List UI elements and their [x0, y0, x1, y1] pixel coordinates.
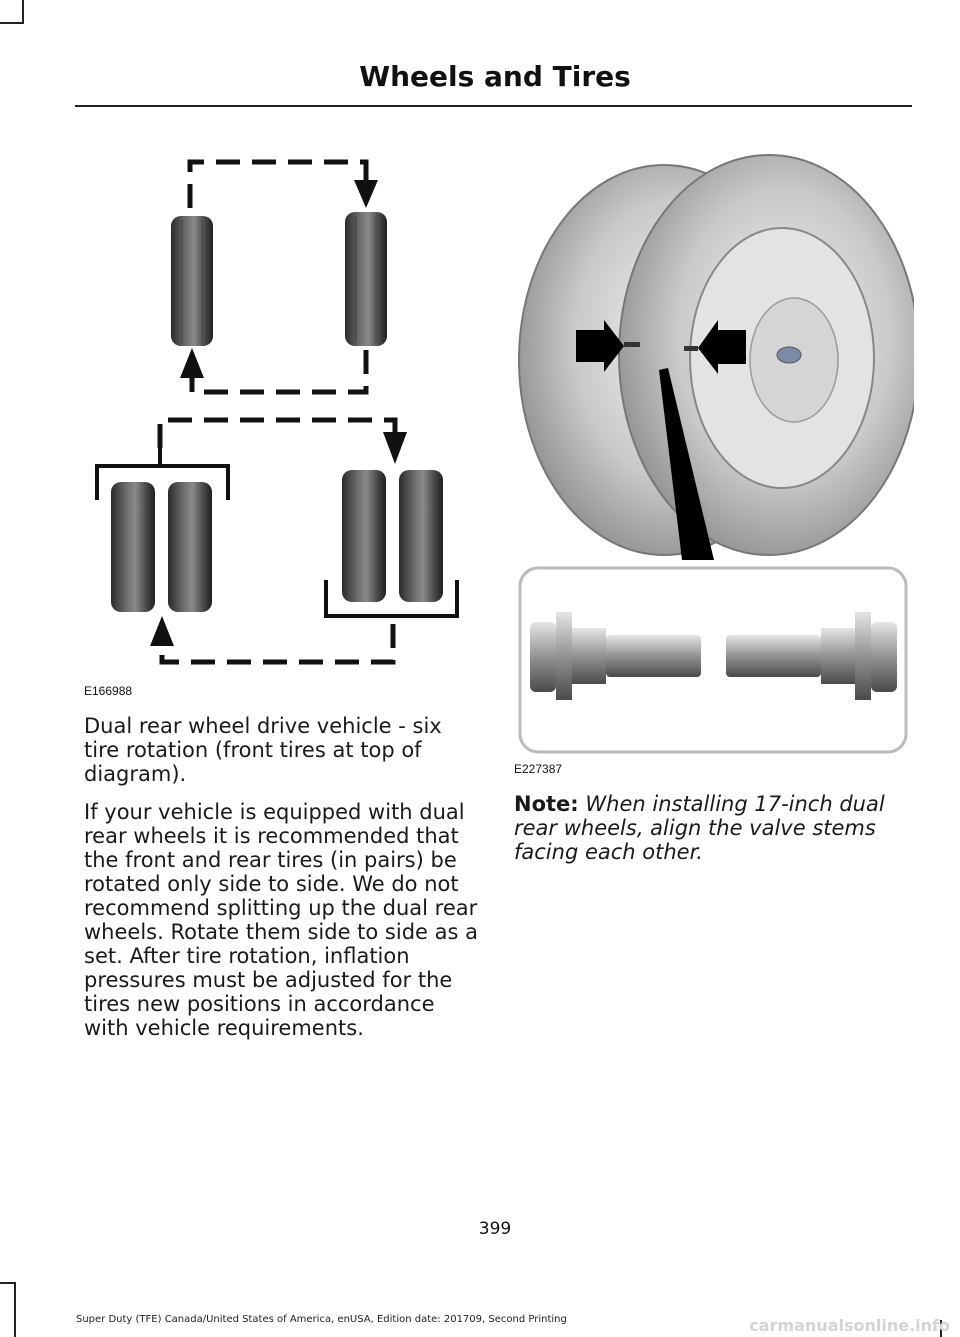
site-watermark: carmanualsonline.info — [749, 1316, 950, 1335]
header-divider — [75, 105, 912, 107]
tire-rotation-diagram — [95, 159, 459, 665]
front-right-tire — [345, 212, 387, 346]
valve-stem-outer — [684, 346, 698, 351]
arrow-left-icon — [698, 320, 746, 374]
crop-mark-bottom-left-v — [14, 1282, 16, 1337]
rear-right-dual-tires — [342, 470, 443, 602]
crop-mark-top-left-v — [22, 0, 24, 22]
note-label: Note: — [514, 792, 579, 816]
callout-pointer — [659, 368, 714, 560]
front-left-tire — [171, 216, 213, 346]
arrow-right-icon — [576, 320, 624, 372]
valve-stem-detail-right — [726, 612, 897, 700]
dual-wheel-valve-illustration — [518, 154, 914, 754]
page-number: 399 — [478, 1219, 512, 1239]
figure-caption: Dual rear wheel drive vehicle - six tire… — [84, 714, 442, 786]
rear-left-dual-tires — [111, 482, 212, 612]
note-text: When installing 17-inch dual rear wheels… — [514, 792, 885, 864]
valve-stem-detail-panel — [518, 566, 908, 754]
crop-mark-bottom-left-h — [0, 1282, 16, 1284]
rotation-dashed-paths — [157, 159, 398, 665]
crop-mark-bottom-right-v — [940, 1320, 942, 1337]
body-paragraph: If your vehicle is equipped with dual re… — [84, 800, 478, 1040]
rotation-arrows — [150, 180, 407, 646]
valve-stem-detail-left — [530, 612, 701, 700]
ford-logo-icon — [776, 346, 802, 364]
note-block: Note: When installing 17-inch dual rear … — [514, 792, 914, 864]
crop-mark-top-left-h — [0, 22, 24, 24]
figure-id-left: E166988 — [84, 684, 133, 698]
footer-edition-info: Super Duty (TFE) Canada/United States of… — [76, 1314, 567, 1325]
page-title: Wheels and Tires — [359, 60, 631, 93]
valve-stem-inner — [624, 342, 640, 347]
figure-id-right: E227387 — [514, 762, 563, 776]
dual-wheel-brackets — [95, 442, 459, 618]
